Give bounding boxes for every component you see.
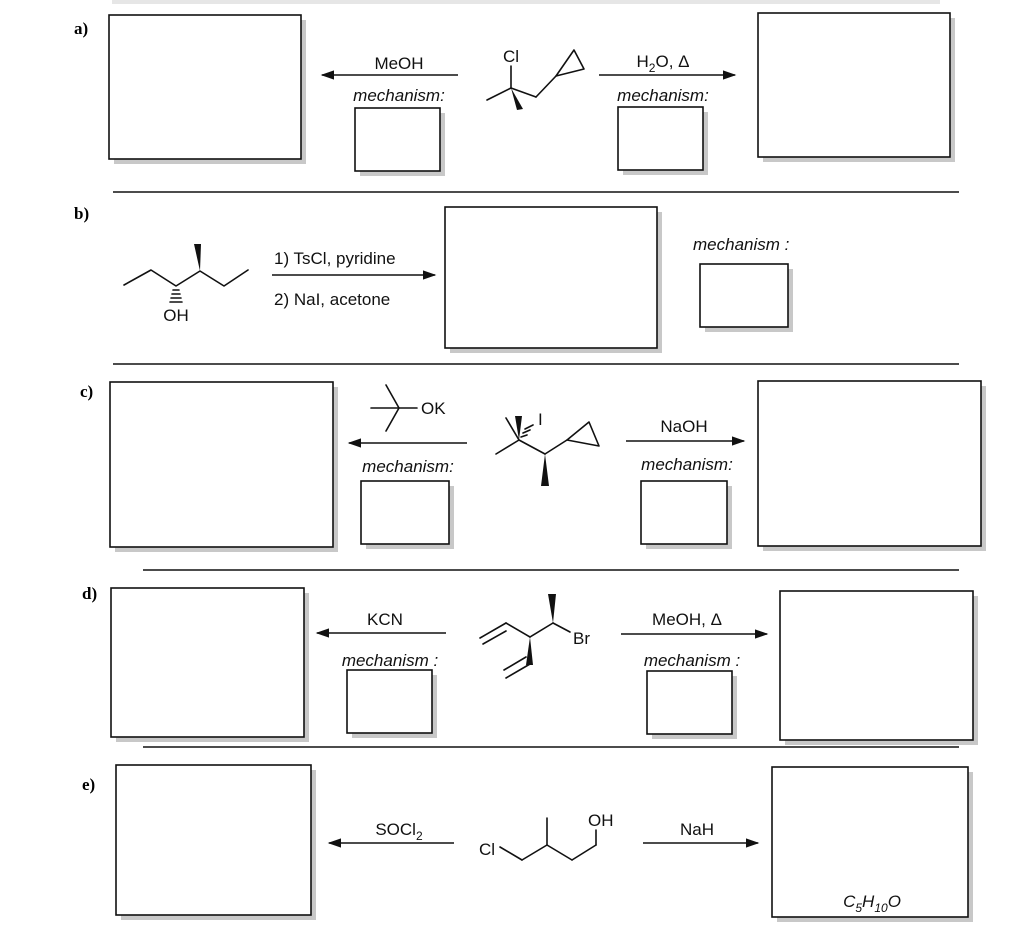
part-d-left-mechanism-label: mechanism :: [342, 651, 439, 670]
part-a-substrate-structure: Cl: [486, 47, 585, 110]
part-d-bromine-atom: Br: [573, 629, 590, 648]
part-a-right-mechanism-label: mechanism:: [617, 86, 709, 105]
part-b-product-box[interactable]: [444, 206, 662, 353]
part-e-left-product-box[interactable]: [115, 764, 316, 920]
part-c-iodine-atom: I: [538, 410, 543, 429]
part-c-tert-butoxide-structure: OK: [370, 384, 446, 432]
part-b-mechanism-label: mechanism :: [693, 235, 790, 254]
part-b-mechanism-box[interactable]: [699, 263, 793, 332]
part-c-left-mechanism-box[interactable]: [360, 480, 454, 549]
part-a-letter: a): [74, 19, 88, 38]
part-b-hydroxyl-atom: OH: [163, 306, 189, 325]
part-d-right-mechanism-box[interactable]: [646, 670, 737, 739]
part-c-right-mechanism-box[interactable]: [640, 480, 732, 549]
part-d: d) KCN mechanism : Br MeOH, Δ mechanis: [82, 584, 978, 745]
part-a-left-reagent: MeOH: [374, 54, 423, 73]
part-a-left-mechanism-label: mechanism:: [353, 86, 445, 105]
part-a-left-product-box[interactable]: [108, 14, 306, 164]
part-e-chlorine-atom: Cl: [479, 840, 495, 859]
part-c-left-mechanism-label: mechanism:: [362, 457, 454, 476]
part-a: a) MeOH mechanism: Cl H2O, Δ mechanism:: [74, 12, 955, 176]
part-d-letter: d): [82, 584, 97, 603]
part-b: b) OH 1) TsCl, pyridine 2) NaI, acetone …: [74, 204, 793, 353]
part-b-substrate-structure: OH: [123, 244, 249, 325]
part-e-product-formula: C5H10O: [843, 892, 901, 915]
part-d-right-reagent: MeOH, Δ: [652, 610, 722, 629]
part-c-left-product-box[interactable]: [109, 381, 338, 552]
part-a-right-product-box[interactable]: [757, 12, 955, 162]
part-c-right-reagent: NaOH: [660, 417, 707, 436]
part-e-substrate-structure: Cl OH: [479, 811, 614, 861]
part-e-right-product-box[interactable]: [771, 766, 973, 922]
part-e-left-reagent: SOCl2: [375, 820, 423, 843]
part-a-right-reagent: H2O, Δ: [637, 52, 690, 75]
part-e-hydroxyl-atom: OH: [588, 811, 614, 830]
part-e: e) SOCl2 Cl OH NaH C5H10O: [82, 764, 973, 922]
part-a-left-mechanism-box[interactable]: [354, 107, 445, 176]
part-c-letter: c): [80, 382, 93, 401]
part-d-left-reagent: KCN: [367, 610, 403, 629]
part-c: c) OK mechanism: I: [80, 380, 986, 552]
part-c-base-label: OK: [421, 399, 446, 418]
part-e-letter: e): [82, 775, 95, 794]
part-b-step-1: 1) TsCl, pyridine: [274, 249, 396, 268]
part-a-right-mechanism-box[interactable]: [617, 106, 708, 175]
part-d-left-product-box[interactable]: [110, 587, 309, 742]
part-a-chlorine-atom: Cl: [503, 47, 519, 66]
part-b-letter: b): [74, 204, 89, 223]
part-c-substrate-structure: I: [495, 410, 600, 486]
part-b-step-2: 2) NaI, acetone: [274, 290, 390, 309]
part-c-right-product-box[interactable]: [757, 380, 986, 551]
part-d-substrate-structure: Br: [479, 594, 590, 679]
part-c-right-mechanism-label: mechanism:: [641, 455, 733, 474]
part-d-right-product-box[interactable]: [779, 590, 978, 745]
part-d-left-mechanism-box[interactable]: [346, 669, 437, 738]
part-d-right-mechanism-label: mechanism :: [644, 651, 741, 670]
part-e-right-reagent: NaH: [680, 820, 714, 839]
